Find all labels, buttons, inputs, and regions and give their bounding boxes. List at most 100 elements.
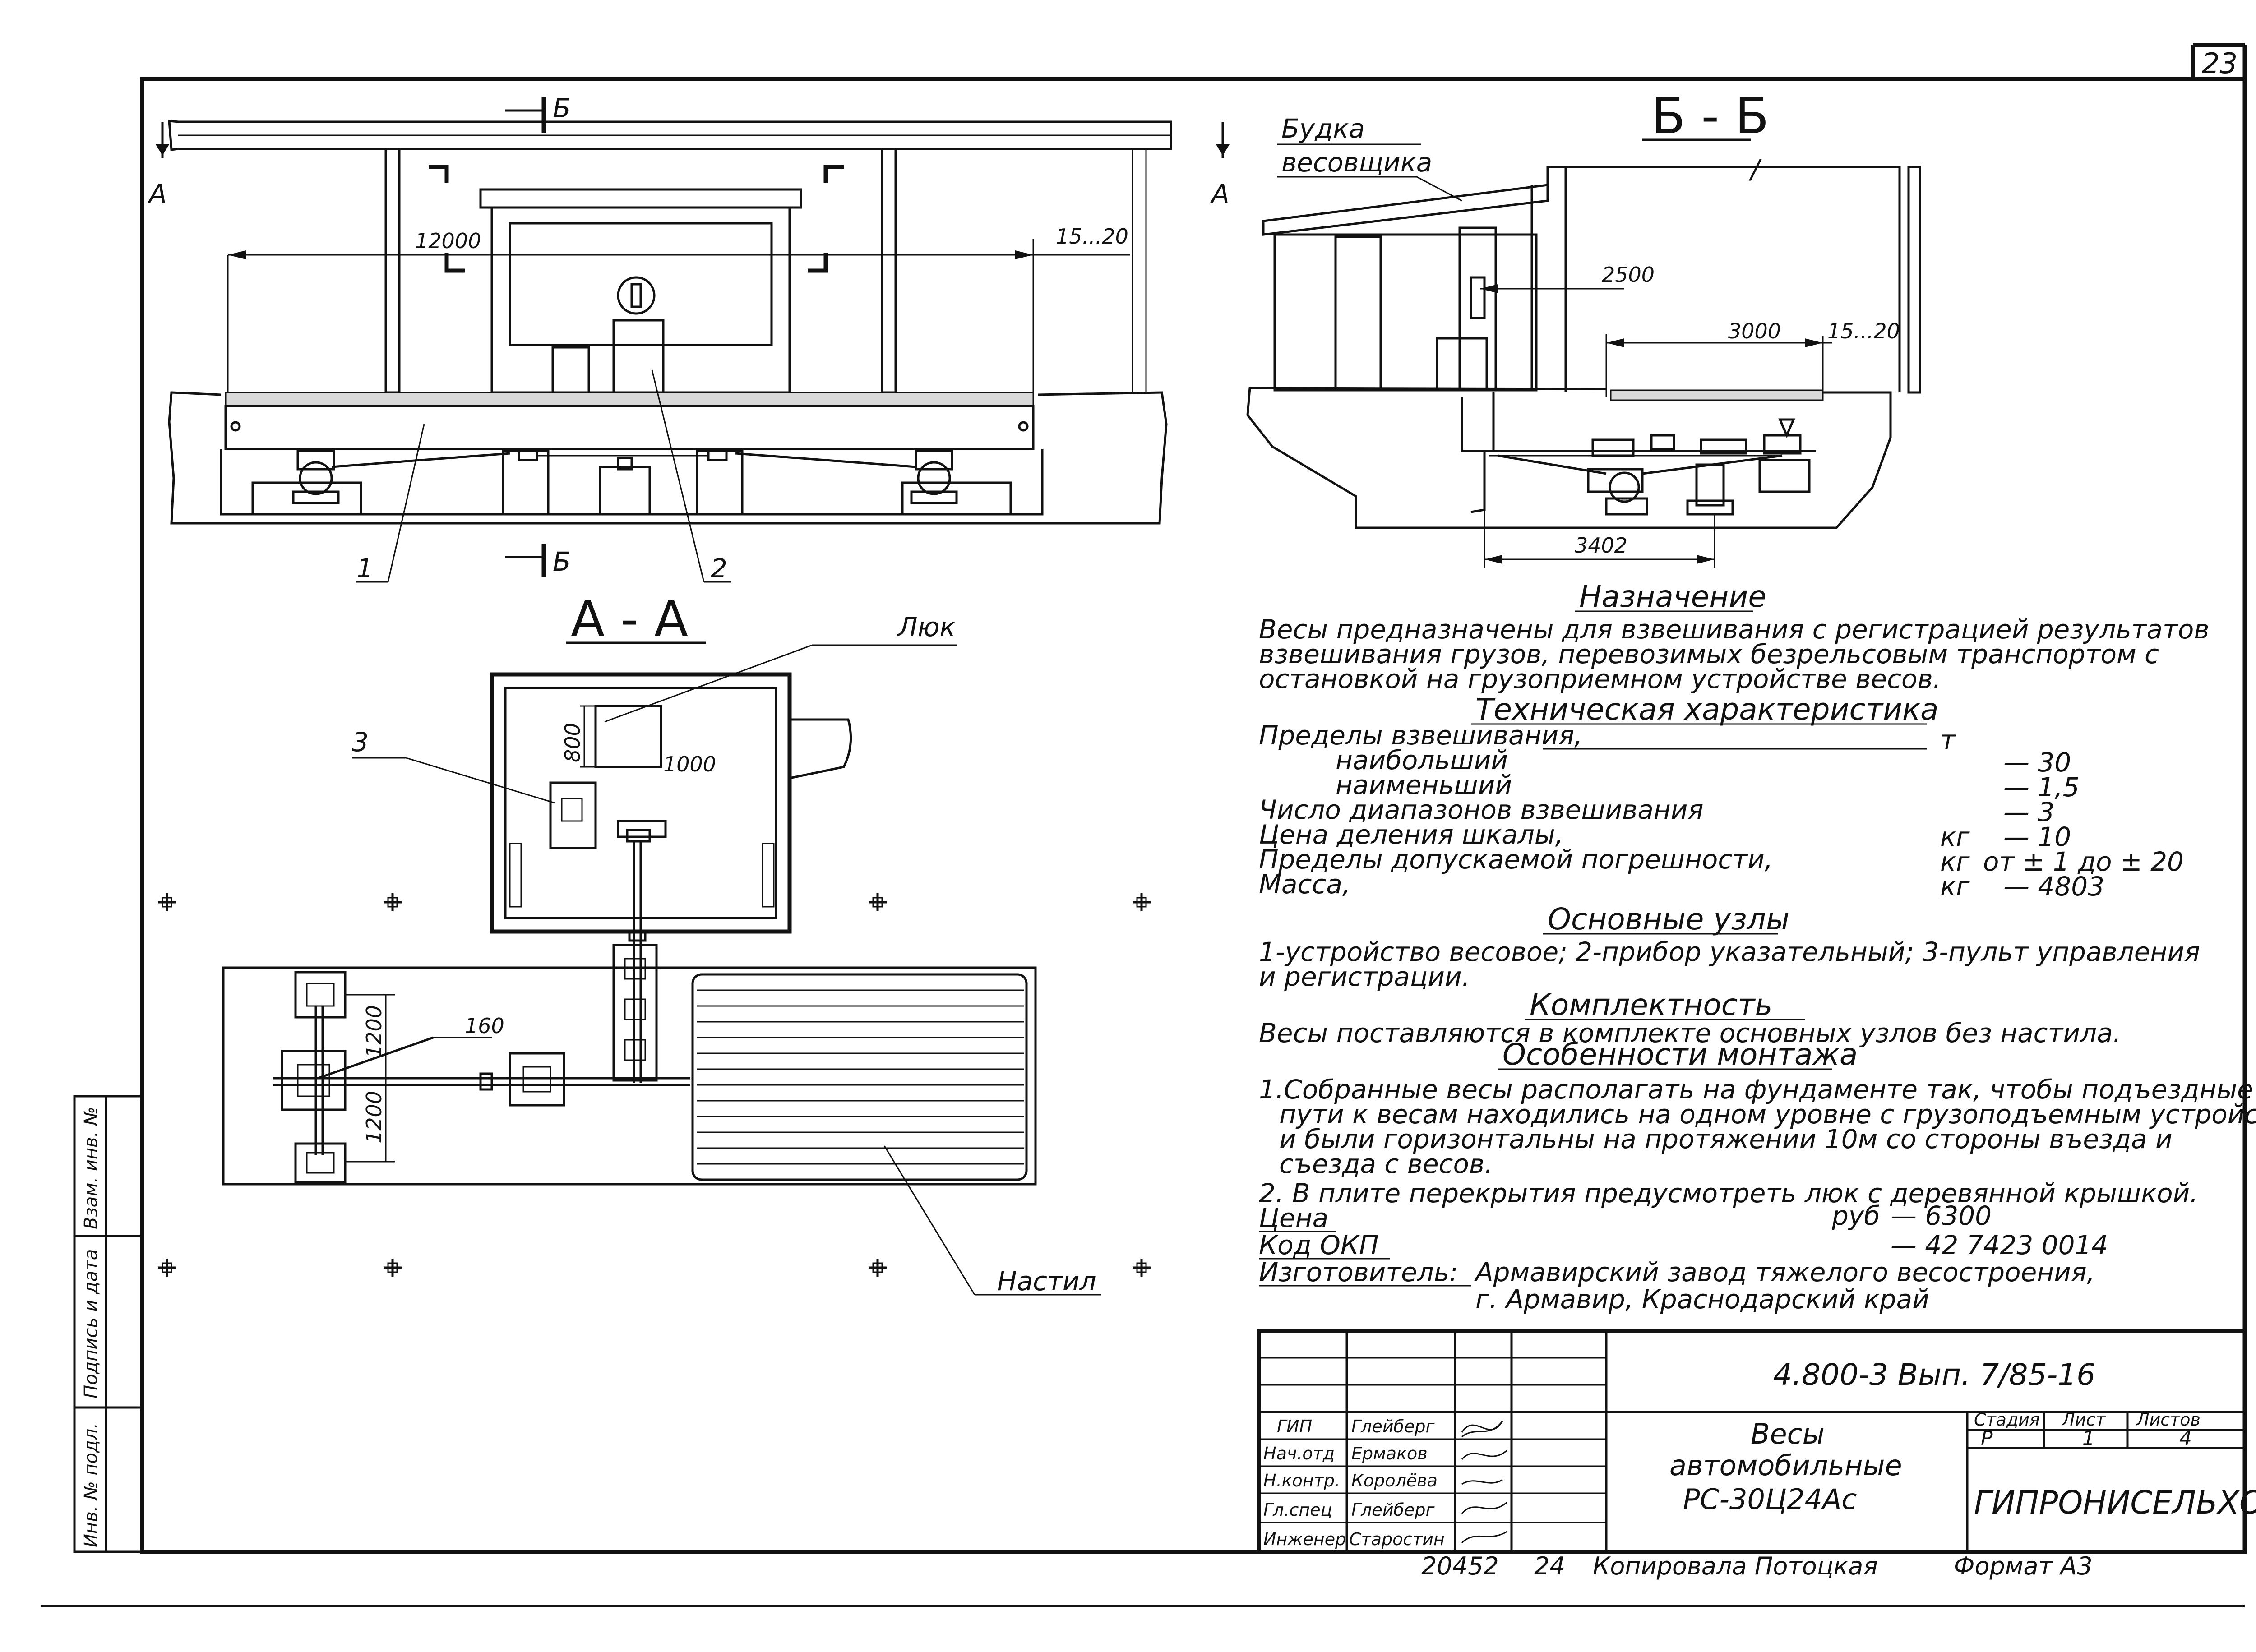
page-number: 23 [2202, 47, 2238, 80]
section-mark-b-bottom: Б [553, 546, 571, 577]
title-block: 4.800-3 Вып. 7/85-16 ГИП Глейберг Нач.от… [1257, 1329, 2256, 1554]
maker-label: Изготовитель: [1259, 1257, 1458, 1287]
install-line-1: 1.Собранные весы располагать на фундамен… [1259, 1074, 2253, 1105]
purpose-title: Назначение [1579, 579, 1766, 614]
footer-number: 20452 [1421, 1552, 1499, 1580]
title-line-2: автомобильные [1669, 1449, 1902, 1482]
drawing-frame [140, 77, 2247, 1554]
price-unit: руб [1831, 1200, 1880, 1231]
title-line-1: Весы [1751, 1417, 1825, 1450]
name-3: Глейберг [1351, 1500, 1435, 1520]
dim-2500: 2500 [1602, 263, 1655, 287]
grid-markers [158, 893, 1151, 1277]
sheet-value: 1 [2082, 1427, 2095, 1450]
maker-line-1: Армавирский завод тяжелого весостроения, [1474, 1257, 2095, 1287]
purpose-line-2: взвешивания грузов, перевозимых безрельс… [1259, 639, 2159, 669]
copied-by: Копировала Потоцкая [1593, 1552, 1878, 1580]
purpose-line-1: Весы предназначены для взвешивания с рег… [1259, 614, 2210, 645]
booth-label-1: Будка [1281, 113, 1365, 144]
completeness-title: Комплектность [1530, 988, 1772, 1022]
completeness-line: Весы поставляются в комплекте основных у… [1259, 1018, 2121, 1048]
spec-value-4: — 10 [2003, 821, 2071, 852]
callout-2: 2 [711, 553, 727, 584]
callout-3: 3 [352, 727, 369, 757]
spec-value-6: — 4803 [2003, 871, 2104, 902]
notes-block: Назначение Весы предназначены для взвеши… [1259, 579, 2256, 1315]
dim-12000: 12000 [415, 229, 481, 253]
format: Формат А3 [1954, 1552, 2093, 1580]
sheets-value: 4 [2179, 1427, 2192, 1450]
dim-800: 800 [560, 723, 585, 762]
name-2: Королёва [1351, 1471, 1438, 1490]
role-0: ГИП [1277, 1417, 1312, 1436]
dim-3000: 3000 [1728, 319, 1781, 343]
spec-unit-0: т [1940, 724, 1956, 755]
install-line-5: 2. В плите перекрытия предусмотреть люк … [1259, 1178, 2198, 1209]
sheets-header: Листов [2136, 1410, 2201, 1430]
section-mark-a-left: А [147, 179, 167, 209]
maker-line-2: г. Армавир, Краснодарский край [1475, 1284, 1929, 1315]
dim-gap-bb: 15...20 [1827, 319, 1900, 343]
organization: ГИПРОНИСЕЛЬХОЗ [1974, 1484, 2256, 1521]
units-line-1: 1-устройство весовое; 2-прибор указатель… [1259, 937, 2200, 967]
name-1: Ермаков [1351, 1444, 1428, 1463]
footer-sheet: 24 [1534, 1552, 1565, 1580]
margin-label-replace: Взам. инв. № [81, 1107, 102, 1229]
stage-header: Стадия [1974, 1410, 2040, 1430]
callout-1: 1 [356, 553, 373, 584]
spec-label-1: наибольший [1336, 745, 1508, 775]
okp-label: Код ОКП [1259, 1230, 1379, 1260]
install-line-3: и были горизонтальны на протяжении 10м с… [1279, 1124, 2173, 1154]
section-aa-view: А - А Люк 800 1000 [158, 590, 1151, 1297]
dim-1200-bottom: 1200 [362, 1091, 386, 1144]
install-line-2: пути к весам находились на одном уровне … [1279, 1099, 2256, 1130]
sheet-header: Лист [2061, 1410, 2106, 1430]
name-4: Старостин [1349, 1529, 1445, 1549]
spec-value-3: — 3 [2003, 797, 2054, 827]
price-label: Цена [1259, 1203, 1328, 1233]
spec-unit-5: кг [1940, 846, 1970, 877]
spec-label-0: Пределы взвешивания, [1259, 720, 1583, 751]
spec-label-3: Число диапазонов взвешивания [1259, 794, 1703, 825]
booth-label-2: весовщика [1281, 147, 1432, 178]
spec-label-6: Масса, [1259, 869, 1350, 900]
dim-3402: 3402 [1575, 533, 1627, 558]
spec-value-2: — 1,5 [2003, 772, 2080, 803]
spec-value-1: — 30 [2003, 747, 2071, 778]
control-panel-3 [549, 781, 597, 849]
role-3: Гл.спец [1263, 1500, 1332, 1520]
deck-label: Настил [997, 1266, 1096, 1297]
margin-label-sign: Подпись и дата [81, 1249, 102, 1398]
svg-text:/: / [1748, 154, 1762, 185]
spec-title: Техническая характеристика [1475, 692, 1938, 727]
hatch-label: Люк [897, 612, 955, 642]
deck-planks [691, 973, 1028, 1181]
load-cell-left [292, 450, 340, 504]
margin-label-inv: Инв. № подл. [81, 1423, 102, 1547]
purpose-line-3: остановкой на грузоприемном устройстве в… [1259, 664, 1941, 694]
hatch-opening [594, 705, 662, 768]
spec-unit-6: кг [1940, 871, 1970, 902]
name-0: Глейберг [1351, 1417, 1435, 1436]
section-mark-a-right: А [1210, 179, 1230, 209]
signatures [1461, 1421, 1507, 1544]
role-4: Инженер [1263, 1529, 1346, 1549]
install-title: Особенности монтажа [1502, 1037, 1858, 1072]
dim-1200-top: 1200 [362, 1005, 386, 1058]
footer: 20452 24 Копировала Потоцкая Формат А3 [1421, 1552, 2093, 1580]
section-mark-b-top: Б [553, 93, 571, 124]
dim-1000: 1000 [663, 752, 716, 776]
section-bb-view: Б - Б Будка весовщика / 2500 3000 15...2… [1246, 87, 1921, 568]
spec-label-5: Пределы допускаемой погрешности, [1259, 844, 1773, 875]
dim-160: 160 [465, 1014, 504, 1038]
margin-stamp: Инв. № подл. Подпись и дата Взам. инв. № [73, 1095, 143, 1553]
role-1: Нач.отд [1263, 1444, 1335, 1463]
units-title: Основные узлы [1548, 902, 1789, 937]
price-value: — 6300 [1891, 1200, 1992, 1231]
units-line-2: и регистрации. [1259, 961, 1470, 992]
title-line-3: РС-30Ц24Ас [1683, 1483, 1857, 1516]
section-aa-title: А - А [571, 590, 688, 648]
okp-value: — 42 7423 0014 [1891, 1230, 2108, 1260]
section-bb-title: Б - Б [1651, 87, 1769, 145]
